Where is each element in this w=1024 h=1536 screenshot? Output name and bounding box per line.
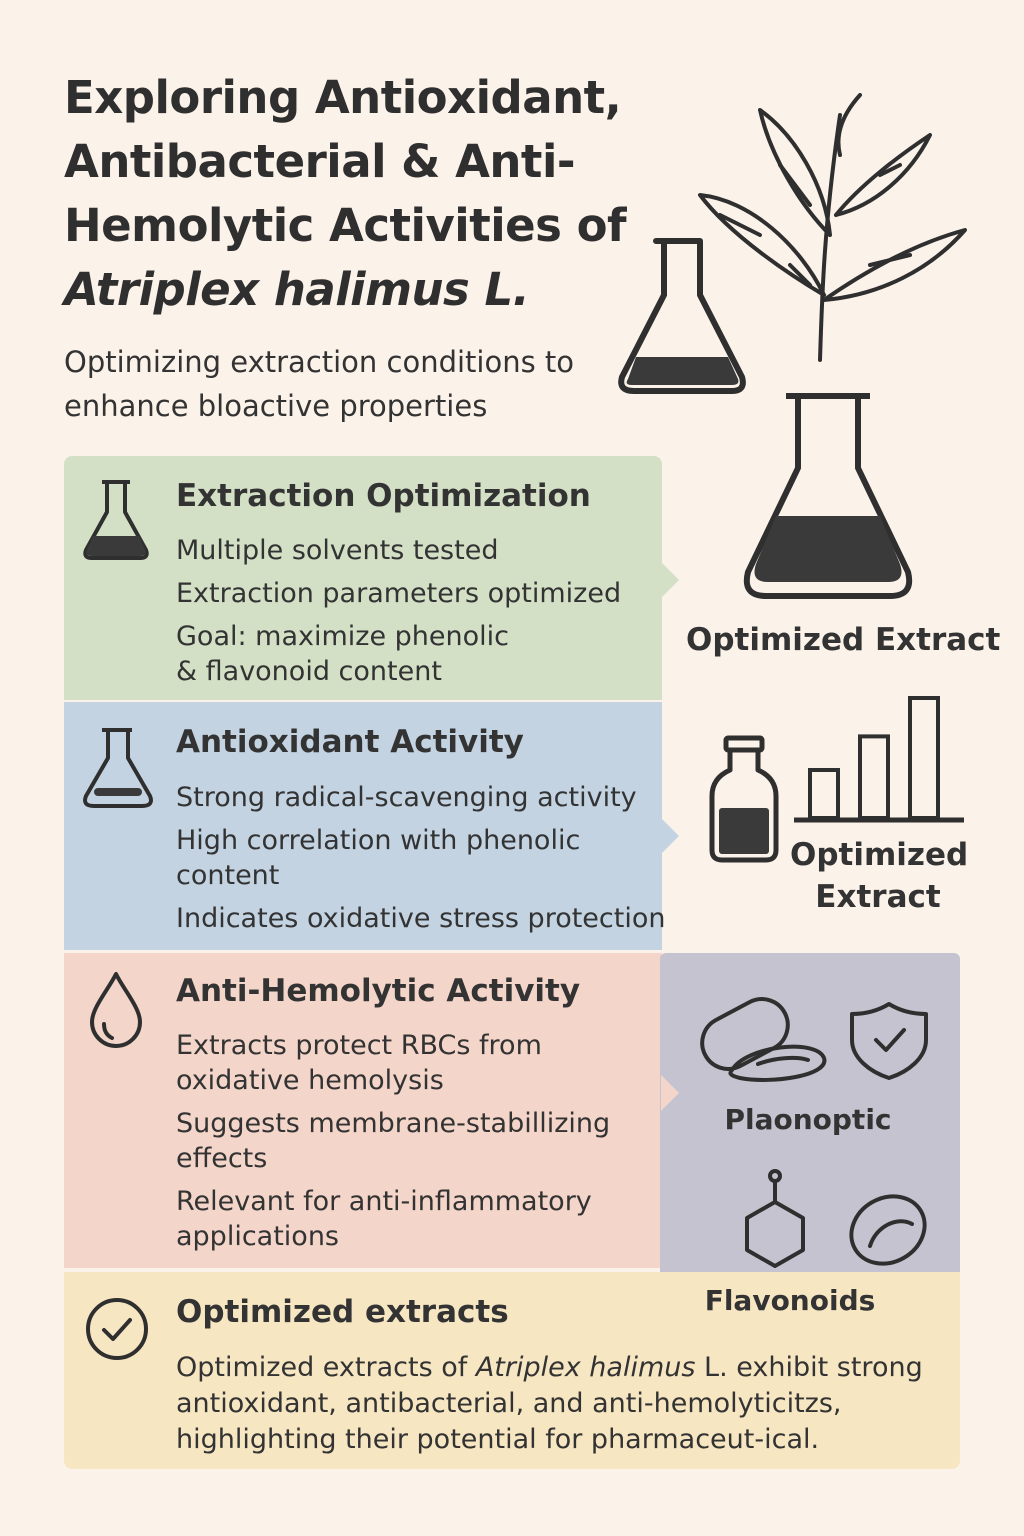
bar-chart bbox=[794, 696, 964, 823]
section-list: Multiple solvents tested Extraction para… bbox=[176, 533, 621, 697]
section-antihemolytic bbox=[64, 953, 662, 1268]
flask-icon bbox=[743, 393, 913, 599]
list-item: High correlation with phenolic bbox=[176, 825, 581, 856]
list-item: effects bbox=[176, 1143, 268, 1174]
title-species: Atriplex halimus L. bbox=[64, 263, 530, 316]
molecule-icon bbox=[745, 1169, 805, 1268]
list-item: oxidative hemolysis bbox=[176, 1065, 444, 1096]
chart-bar bbox=[858, 734, 890, 820]
list-item: content bbox=[176, 860, 280, 891]
section-title: Antioxidant Activity bbox=[176, 724, 524, 760]
extract-label: Optimized Extract bbox=[686, 622, 1001, 658]
droplet-icon bbox=[90, 972, 142, 1048]
summary-species: Atriplex halimus bbox=[475, 1352, 696, 1383]
page-subtitle: Optimizing extraction conditions to enha… bbox=[64, 345, 575, 423]
flask-icon bbox=[618, 238, 746, 394]
section-list: Extracts protect RBCs from oxidative hem… bbox=[176, 1028, 610, 1262]
list-item: Goal: maximize phenolic bbox=[176, 621, 510, 652]
list-item: Multiple solvents tested bbox=[176, 535, 499, 566]
list-item: Indicates oxidative stress protection bbox=[176, 903, 666, 934]
section-list: Strong radical-scavenging activity High … bbox=[176, 780, 665, 944]
chart-bar bbox=[908, 696, 940, 820]
pointer-arrow bbox=[661, 818, 679, 854]
section-title: Extraction Optimization bbox=[176, 478, 591, 514]
list-item: Strong radical-scavenging activity bbox=[176, 782, 637, 813]
section-title: Optimized extracts bbox=[176, 1294, 509, 1330]
summary-text-start: Optimized extracts of bbox=[176, 1352, 476, 1383]
list-item: applications bbox=[176, 1221, 340, 1252]
compound-label: Flavonoids bbox=[704, 1284, 876, 1317]
red-blood-cell-icon bbox=[700, 997, 827, 1082]
section-antioxidant bbox=[64, 702, 662, 950]
list-item: Relevant for anti-inflammatory bbox=[176, 1186, 592, 1217]
extract-label: Optimized Extract bbox=[790, 837, 969, 915]
list-item: Extraction parameters optimized bbox=[176, 578, 622, 609]
summary-text-end: L. exhibit strong antioxidant, antibacte… bbox=[176, 1352, 923, 1455]
shield-check-icon bbox=[850, 1002, 928, 1080]
title-line-1: Exploring Antioxidant, bbox=[64, 71, 622, 124]
plant-icon bbox=[698, 93, 967, 362]
list-item: Suggests membrane-stabillizing bbox=[176, 1108, 611, 1139]
section-extraction bbox=[64, 456, 662, 700]
title-line-2: Antibacterial & Anti- bbox=[64, 135, 576, 188]
bottle-icon bbox=[709, 735, 779, 863]
section-title: Anti-Hemolytic Activity bbox=[176, 973, 581, 1009]
summary-text: Optimized extracts of Atriplex halimus L… bbox=[176, 1350, 956, 1458]
pointer-arrow bbox=[661, 1075, 679, 1111]
compound-label: Plaonoptic bbox=[724, 1103, 892, 1136]
section-optimized-extracts bbox=[64, 1272, 960, 1469]
plant-flask-illustration bbox=[618, 93, 967, 394]
list-item: Extracts protect RBCs from bbox=[176, 1030, 542, 1061]
pointer-arrow bbox=[661, 562, 679, 598]
title-line-3: Hemolytic Activities of bbox=[64, 199, 627, 252]
check-circle-icon bbox=[86, 1298, 148, 1360]
page-title: Exploring Antioxidant, Antibacterial & A… bbox=[64, 66, 664, 322]
flask-low-icon bbox=[83, 728, 153, 808]
chart-bar bbox=[808, 768, 840, 820]
list-item: & flavonoid content bbox=[176, 656, 442, 687]
flask-icon bbox=[83, 480, 149, 560]
cell-icon bbox=[849, 1194, 927, 1266]
